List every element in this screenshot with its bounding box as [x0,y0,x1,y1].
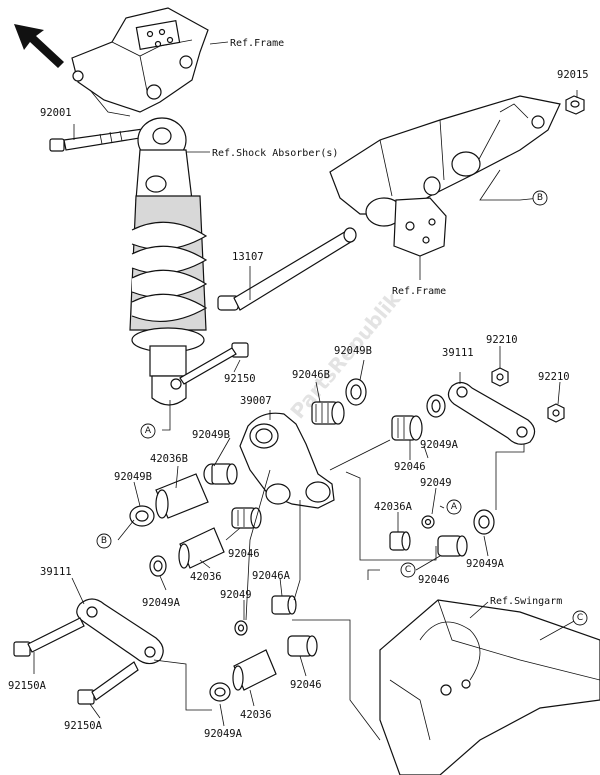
callout-b-left: B [96,533,112,549]
label-92049: 92049 [420,477,452,489]
label-42036A: 42036A [374,501,413,513]
seal-92049 [421,515,435,529]
seal-92049B-left [129,505,155,527]
bolt-92150A-a [13,617,85,657]
label-92150A-a: 92150A [8,680,47,692]
seal-92049-bottom [234,620,248,636]
label-39007: 39007 [240,395,272,407]
label-92046-mid: 92046 [228,548,260,560]
seal-92049A-right [426,394,446,418]
label-92046-c: 92046 [418,574,450,586]
label-92150: 92150 [224,373,256,385]
bearing-92046B [311,401,345,425]
label-42036-mid: 42036 [190,571,222,583]
leader-lines [33,41,578,741]
svg-text:A: A [145,426,152,436]
svg-text:B: B [537,193,543,203]
label-92150A-b: 92150A [64,720,103,732]
collar-42036A [389,531,411,551]
label-92049A-left: 92049A [142,597,181,609]
shaft-13107 [217,227,357,311]
bolt-92001 [49,127,153,152]
label-92049A-right2: 92049A [466,558,505,570]
label-92049-bottom: 92049 [220,589,252,601]
label-92046B: 92046B [292,369,330,381]
nut-92015 [565,95,585,115]
label-92046A: 92046A [252,570,291,582]
nut-92210-b [547,403,565,423]
label-92049A-bottom: 92049A [204,728,243,740]
callout-c-swingarm: C [572,610,588,626]
seal-92049A-right2 [473,509,495,535]
label-92210-b: 92210 [538,371,570,383]
svg-text:A: A [451,502,458,512]
svg-text:C: C [577,613,583,623]
rocker-arm-39007 [239,412,335,509]
label-92015: 92015 [557,69,589,81]
ref-frame-top-label: Ref.Frame [230,38,284,49]
seal-92049B-top [345,378,367,406]
label-42036B: 42036B [150,453,188,465]
label-92049B-left: 92049B [114,471,152,483]
tie-rod-39111-top [447,381,536,445]
label-92046-right: 92046 [394,461,426,473]
bolt-92150A-b [77,661,139,705]
callout-a-shock: A [140,423,156,439]
seal-92049B-mid [203,463,238,485]
svg-text:B: B [101,536,107,546]
seal-92049A-bottom [209,682,231,702]
collar-42036-mid [178,527,225,569]
bearing-92046-bottom [287,635,318,657]
collar-42036B [155,473,209,519]
ref-frame-right-label: Ref.Frame [392,286,446,297]
label-92210-a: 92210 [486,334,518,346]
label-39111-top: 39111 [442,347,474,359]
frame-right [329,95,561,257]
collar-42036-bottom [232,649,277,691]
ref-swingarm-label: Ref.Swingarm [490,596,562,607]
frame-top-mount [71,7,209,117]
label-92049B-top: 92049B [334,345,372,357]
label-92049B-mid: 92049B [192,429,230,441]
bearing-92046-right [391,415,423,441]
callout-c-mid: C [400,562,416,578]
label-92046-bottom: 92046 [290,679,322,691]
bearing-92046-c [437,535,468,557]
front-arrow-icon [14,24,64,68]
label-92049A-right: 92049A [420,439,459,451]
seal-92049A-left [149,555,167,577]
label-92001: 92001 [40,107,72,119]
shock-absorber [129,117,208,406]
label-42036-bottom: 42036 [240,709,272,721]
bearing-92046A [271,595,297,615]
svg-text:C: C [405,565,411,575]
callout-a-right: A [446,499,462,515]
swingarm [379,599,600,775]
label-13107: 13107 [232,251,264,263]
nut-92210-a [491,367,509,387]
callout-b-frame: B [532,190,548,206]
bolt-92150 [179,342,249,385]
label-39111-bottom: 39111 [40,566,72,578]
ref-shock-absorber-label: Ref.Shock Absorber(s) [212,148,338,159]
